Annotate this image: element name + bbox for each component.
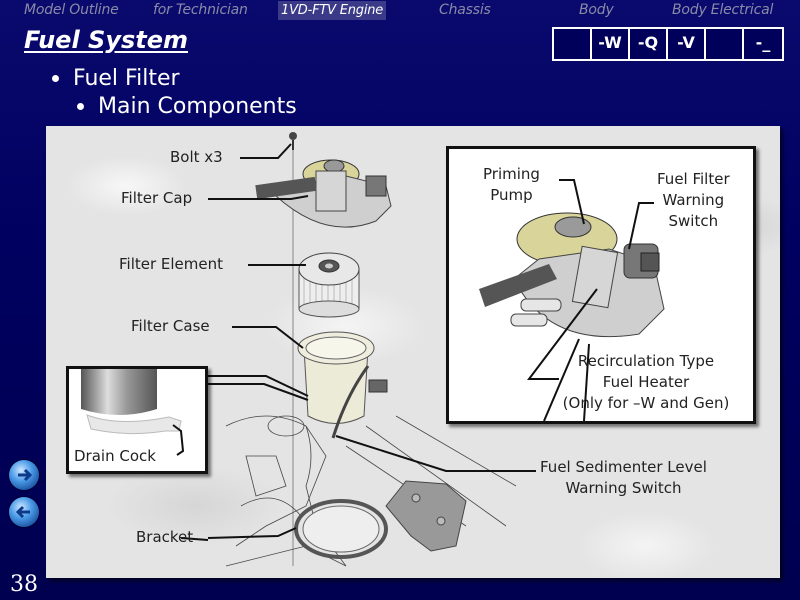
prev-slide-button[interactable]: [9, 497, 39, 527]
label-drain-cock: Drain Cock: [74, 447, 156, 465]
nav-chassis[interactable]: Chassis: [439, 2, 491, 18]
bullet-text: Main Components: [98, 93, 297, 119]
exploded-diagram: [180, 132, 536, 567]
nav-1vd-ftv-engine[interactable]: 1VD-FTV Engine: [278, 1, 387, 20]
bullet-item-main-components: Main Components: [77, 92, 297, 120]
label-bolt: Bolt x3: [170, 148, 223, 166]
prev-arrow-icon: [15, 505, 30, 519]
bullet-item-fuel-filter: Fuel Filter: [52, 64, 297, 92]
variant-box-q[interactable]: -Q: [630, 29, 668, 59]
label-fuel-sedimenter-level-warning-switch: Fuel Sedimenter Level Warning Switch: [540, 457, 707, 499]
label-filter-cap: Filter Cap: [121, 189, 193, 207]
variant-box-1[interactable]: [554, 29, 592, 59]
next-slide-button[interactable]: [9, 460, 39, 490]
page-number: 38: [10, 572, 38, 597]
nav-body-electrical[interactable]: Body Electrical: [672, 2, 774, 18]
label-heater-line3: (Only for –W and Gen): [562, 394, 730, 412]
filter-cap-detail-drawing: [479, 179, 665, 421]
variant-box-underscore[interactable]: -_: [744, 29, 782, 59]
bolt-drawing: [289, 132, 297, 150]
bullet-dot: [77, 102, 84, 110]
leader-lines: [180, 143, 536, 541]
drain-cock-photo: [81, 369, 185, 456]
label-warning-switch-line3: Switch: [668, 212, 719, 230]
bracket-drawing: [294, 480, 467, 559]
top-nav: Model Outline for Technician 1VD-FTV Eng…: [0, 0, 800, 22]
page-title: Fuel System: [24, 26, 189, 54]
label-sedimenter-line2: Warning Switch: [565, 479, 682, 497]
label-priming-pump: Priming Pump: [483, 164, 540, 206]
variant-box-w[interactable]: -W: [592, 29, 630, 59]
label-heater-line1: Recirculation Type: [577, 352, 715, 370]
label-warning-switch-line1: Fuel Filter: [657, 170, 730, 188]
bullet-list: Fuel Filter Main Components: [52, 64, 297, 120]
next-arrow-icon: [18, 468, 33, 482]
diagram-panel: Drain Cock Priming Pump: [46, 126, 780, 578]
label-bracket: Bracket: [136, 528, 194, 546]
label-recirculation-fuel-heater: Recirculation Type Fuel Heater (Only for…: [541, 351, 751, 414]
label-sedimenter-line1: Fuel Sedimenter Level: [540, 458, 707, 476]
label-heater-line2: Fuel Heater: [602, 373, 690, 391]
bullet-dot: [52, 74, 59, 82]
drain-cock-inset: Drain Cock: [66, 366, 208, 474]
label-filter-element: Filter Element: [119, 255, 224, 273]
nav-for-technician[interactable]: for Technician: [153, 2, 248, 18]
label-priming-pump-line1: Priming: [483, 165, 540, 183]
label-warning-switch-line2: Warning: [662, 191, 725, 209]
variant-box-v[interactable]: -V: [668, 29, 706, 59]
bullet-text: Fuel Filter: [73, 65, 180, 91]
variant-box-5[interactable]: [706, 29, 744, 59]
filter-case-drawing: [297, 331, 388, 439]
filter-cap-detail-inset: Priming Pump Fuel Filter Warning Switch …: [446, 146, 756, 424]
label-priming-pump-line2: Pump: [490, 186, 533, 204]
filter-element-drawing: [298, 252, 360, 318]
variant-selector: -W -Q -V -_: [552, 27, 784, 61]
label-fuel-filter-warning-switch: Fuel Filter Warning Switch: [657, 169, 730, 232]
filter-cap-drawing: [255, 159, 392, 228]
label-filter-case: Filter Case: [131, 317, 210, 335]
nav-body[interactable]: Body: [579, 2, 614, 18]
nav-model-outline[interactable]: Model Outline: [24, 2, 119, 18]
